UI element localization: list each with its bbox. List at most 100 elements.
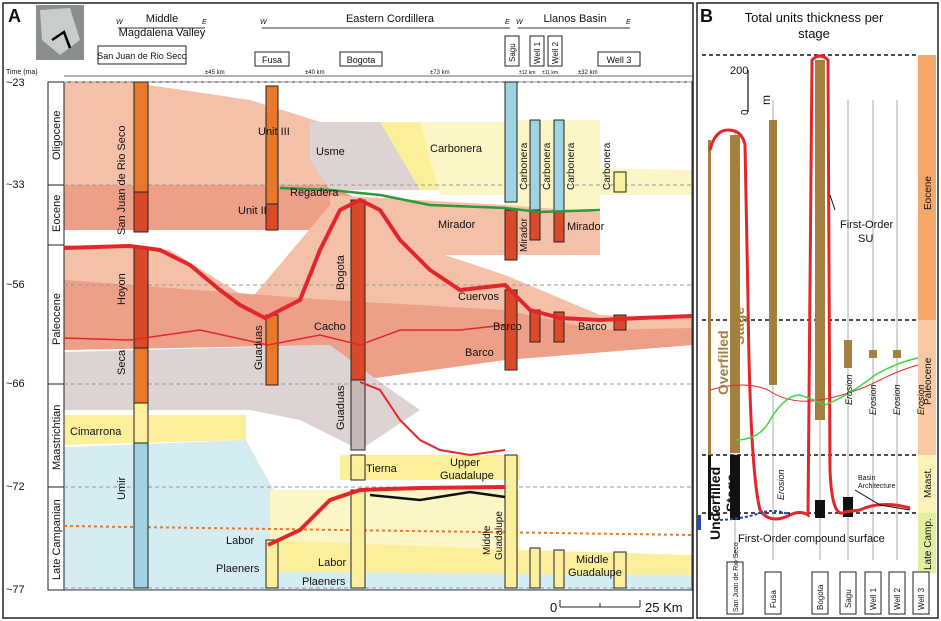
label-umir: Umir — [116, 476, 128, 500]
label-unit-iii: Unit III — [258, 126, 290, 138]
stage-eocene-bar — [918, 55, 936, 320]
bar-sagu-underfilled — [843, 497, 853, 517]
region-llanos-basin: Llanos Basin — [544, 13, 607, 25]
carbonera-strata-pale — [420, 122, 505, 195]
epoch-oligocene: Oligocene — [51, 110, 63, 160]
well-label-well2: Well 2 — [551, 41, 560, 64]
col-bogota-guadalupe — [350, 489, 366, 589]
label-middle-guadalupe-east-1: Middle — [576, 554, 608, 566]
stage-paleocene-label: Paleocene — [923, 357, 934, 405]
b-well-label-bogota: Bogota — [816, 584, 825, 610]
scale-b-zero: 0 — [740, 109, 751, 115]
well-box-sagu — [504, 35, 520, 67]
label-middle-guadalupe-1: Middle — [482, 525, 493, 555]
thickness-bars — [697, 60, 901, 530]
col-bogota-guaduas — [350, 379, 366, 451]
b-well-box-sjrs — [726, 561, 744, 615]
label-carbonera: Carbonera — [430, 143, 483, 155]
well-label-well1: Well 1 — [533, 41, 542, 64]
col-bogota-tierna — [350, 454, 366, 481]
oligocene-strata-west — [64, 82, 330, 205]
label-upper-guadalupe-1: Upper — [450, 457, 480, 469]
basin-architecture-label-2: Architecture — [858, 483, 895, 490]
b-well-box-well1 — [864, 571, 882, 615]
overfilled-bracket — [708, 140, 711, 515]
label-carbonera-sagu: Carbonera — [519, 142, 530, 190]
col-sagu-guadalupe — [504, 454, 518, 589]
label-mirador-east: Mirador — [567, 221, 605, 233]
b-well-box-fusa — [764, 571, 782, 615]
bar-fusa-paleocene — [769, 320, 777, 385]
bar-well2-paleocene — [893, 350, 901, 358]
green-paleocene-surface — [734, 357, 919, 441]
col-well2-guadalupe — [553, 549, 565, 589]
stage-camp-bar — [918, 513, 936, 573]
well-label-well3: Well 3 — [607, 55, 632, 65]
col-sjrs-umir — [133, 442, 149, 589]
unconformities — [63, 186, 693, 547]
spacing-2: ±40 km — [305, 70, 325, 76]
panel-a-letter: A — [8, 6, 21, 26]
label-plaeners-bogota: Plaeners — [302, 576, 346, 588]
carbonera-strata-east — [505, 120, 600, 210]
well-box-well2 — [547, 35, 563, 67]
underfilled-bracket — [708, 455, 711, 520]
label-carbonera-well3: Carbonera — [602, 142, 613, 190]
label-barco-east: Barco — [578, 321, 607, 333]
col-sjrs-eocene — [133, 191, 149, 233]
label-guaduas-bogota: Guaduas — [335, 385, 347, 430]
panel-b-labels: Overfilled Stage Underfilled Stage First… — [707, 219, 926, 545]
west-marker: W — [116, 19, 124, 26]
col-fusa-unit2 — [265, 203, 279, 231]
well-box-well1 — [529, 35, 545, 67]
east-marker: E — [202, 19, 207, 26]
panel-b-title-1: Total units thickness per — [745, 10, 884, 25]
col-sjrs-cimarrona — [133, 402, 149, 444]
erosion-well1: Erosion — [868, 384, 878, 415]
guaduas-strata — [64, 345, 420, 450]
unconformity-paleocene — [63, 197, 693, 323]
time-axis: Time (ma) ~23 ~33 ~56 ~66 ~72 ~77 — [6, 69, 38, 596]
overfilled-label-2: Stage — [731, 307, 747, 345]
col-bogota-upper — [350, 199, 366, 381]
basin-architecture-label-1: Basin — [858, 475, 876, 482]
bar-sjrs-underfilled — [730, 455, 740, 520]
bar-sjrs-overfilled — [730, 135, 740, 453]
col-well1-upper — [529, 119, 541, 211]
red-line-cacho — [63, 324, 506, 346]
bar-bogota-underfilled — [815, 500, 825, 518]
first-order-su — [708, 54, 919, 521]
bar-well1-paleocene — [869, 350, 877, 358]
panel-b-well-boxes: San Juan de Rio Seco Fusa Bogota Sagu We… — [726, 542, 930, 615]
west-marker-ec: W — [260, 19, 268, 26]
col-well3-guadalupe — [613, 551, 627, 589]
col-well2-mirador — [553, 211, 565, 243]
b-well-label-fusa: Fusa — [769, 590, 778, 608]
stage-paleocene-bar — [918, 320, 936, 455]
bar-bogota-overfilled — [815, 60, 825, 420]
age-77: ~77 — [6, 584, 25, 596]
label-labor-fusa: Labor — [226, 535, 254, 547]
label-mirador-sagu: Mirador — [519, 217, 530, 252]
col-sagu-upper — [504, 81, 518, 203]
east-marker-ec: E — [505, 19, 510, 26]
label-labor-bogota: Labor — [318, 557, 346, 569]
first-order-su-label-2: SU — [858, 233, 873, 245]
col-sjrs-seca — [133, 347, 149, 404]
age-56: ~56 — [6, 279, 25, 291]
location-map-transect — [51, 30, 72, 49]
stage-camp-label: Late Camp. — [923, 518, 934, 570]
time-axis-label: Time (ma) — [6, 69, 38, 76]
label-carbonera-well2: Carbonera — [566, 142, 577, 190]
label-bogota-unit: Bogota — [335, 254, 347, 290]
panel-a-frame — [2, 2, 694, 619]
plaeners-strata — [270, 572, 692, 590]
spacing-5: ±11 km — [542, 70, 558, 76]
label-cuervos: Cuervos — [458, 291, 499, 303]
panel-b-letter: B — [700, 6, 713, 26]
well-headers: San Juan de Rio Seco Fusa Bogota Sagu We… — [97, 35, 641, 67]
region-middle: Middle — [146, 13, 178, 25]
overfilled-label-1: Overfilled — [715, 330, 731, 395]
b-well-label-sagu: Sagu — [844, 589, 853, 608]
